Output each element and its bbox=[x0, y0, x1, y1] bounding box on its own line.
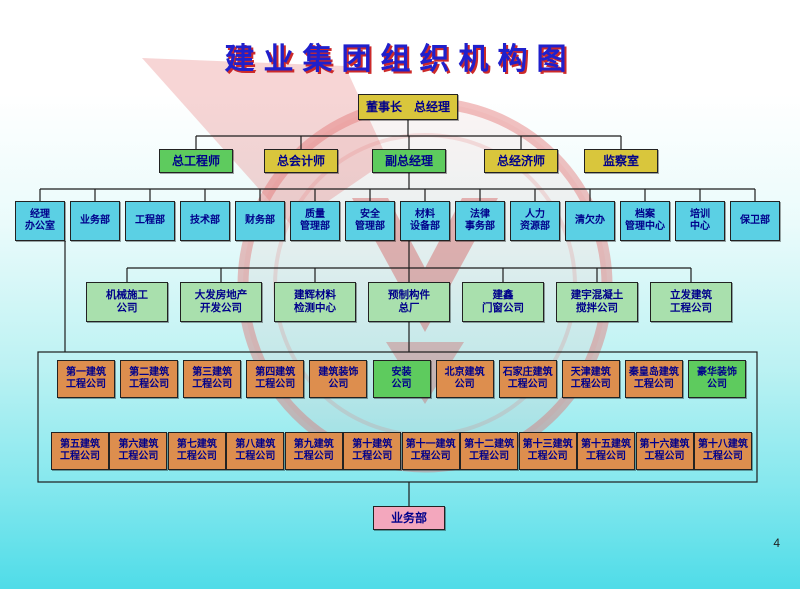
org-box-level6-4: 第八建筑 工程公司 bbox=[226, 432, 285, 470]
org-box-level5-8: 石家庄建筑 工程公司 bbox=[498, 360, 557, 398]
org-box-level5-6: 安装 公司 bbox=[372, 360, 431, 398]
org-box-level4-4: 预制构件 总厂 bbox=[368, 282, 450, 322]
org-box-level6-5: 第九建筑 工程公司 bbox=[284, 432, 343, 470]
org-box-level3-5: 财务部 bbox=[235, 201, 285, 241]
org-box-level5-9: 天津建筑 工程公司 bbox=[561, 360, 620, 398]
org-box-level4-5: 建鑫 门窗公司 bbox=[462, 282, 544, 322]
org-box-level3-2: 业务部 bbox=[70, 201, 120, 241]
org-box-level6-11: 第十六建筑 工程公司 bbox=[635, 432, 694, 470]
org-box-level6-7: 第十一建筑 工程公司 bbox=[401, 432, 460, 470]
org-box-level3-10: 人力 资源部 bbox=[510, 201, 560, 241]
org-box-level3-1: 经理 办公室 bbox=[15, 201, 65, 241]
org-box-level2-4: 总经济师 bbox=[484, 149, 558, 173]
org-box-level4-2: 大发房地产 开发公司 bbox=[180, 282, 262, 322]
org-box-level3-11: 清欠办 bbox=[565, 201, 615, 241]
org-box-level2-1: 总工程师 bbox=[159, 149, 233, 173]
org-box-level5-3: 第三建筑 工程公司 bbox=[183, 360, 242, 398]
org-box-level2-5: 监察室 bbox=[584, 149, 658, 173]
org-box-level5-4: 第四建筑 工程公司 bbox=[246, 360, 305, 398]
org-box-bottom-business-dept: 业务部 bbox=[373, 506, 445, 530]
org-box-level5-2: 第二建筑 工程公司 bbox=[120, 360, 179, 398]
page-number: 4 bbox=[773, 536, 780, 550]
org-box-level3-8: 材料 设备部 bbox=[400, 201, 450, 241]
org-box-level3-12: 档案 管理中心 bbox=[620, 201, 670, 241]
org-box-level5-1: 第一建筑 工程公司 bbox=[57, 360, 115, 398]
org-box-level6-2: 第六建筑 工程公司 bbox=[109, 432, 168, 470]
org-box-level5-7: 北京建筑 公司 bbox=[435, 360, 494, 398]
org-box-level5-5: 建筑装饰 公司 bbox=[309, 360, 368, 398]
page-title: 建业集团组织机构图 bbox=[224, 43, 576, 76]
org-box-root: 董事长 总经理 bbox=[358, 94, 458, 120]
org-box-level6-6: 第十建筑 工程公司 bbox=[343, 432, 402, 470]
org-box-level3-13: 培训 中心 bbox=[675, 201, 725, 241]
org-box-level4-1: 机械施工 公司 bbox=[86, 282, 168, 322]
org-box-level3-14: 保卫部 bbox=[730, 201, 780, 241]
org-box-level4-6: 建宇混凝土 搅拌公司 bbox=[556, 282, 638, 322]
org-box-level2-2: 总会计师 bbox=[264, 149, 338, 173]
org-box-level6-3: 第七建筑 工程公司 bbox=[167, 432, 226, 470]
org-box-level4-3: 建辉材料 检测中心 bbox=[274, 282, 356, 322]
org-box-level2-3: 副总经理 bbox=[372, 149, 446, 173]
org-box-level6-9: 第十三建筑 工程公司 bbox=[518, 432, 577, 470]
org-box-level6-12: 第十八建筑 工程公司 bbox=[693, 432, 752, 470]
org-box-level3-9: 法律 事务部 bbox=[455, 201, 505, 241]
org-box-level6-8: 第十二建筑 工程公司 bbox=[460, 432, 519, 470]
subsidiaries-frame bbox=[37, 351, 758, 483]
org-box-level5-10: 秦皇岛建筑 工程公司 bbox=[624, 360, 683, 398]
org-box-level3-3: 工程部 bbox=[125, 201, 175, 241]
org-box-level3-7: 安全 管理部 bbox=[345, 201, 395, 241]
org-box-level4-7: 立发建筑 工程公司 bbox=[650, 282, 732, 322]
org-box-level6-10: 第十五建筑 工程公司 bbox=[577, 432, 636, 470]
org-box-level6-1: 第五建筑 工程公司 bbox=[51, 432, 109, 470]
org-box-level3-4: 技术部 bbox=[180, 201, 230, 241]
org-box-level3-6: 质量 管理部 bbox=[290, 201, 340, 241]
org-box-level5-11: 豪华装饰 公司 bbox=[688, 360, 746, 398]
